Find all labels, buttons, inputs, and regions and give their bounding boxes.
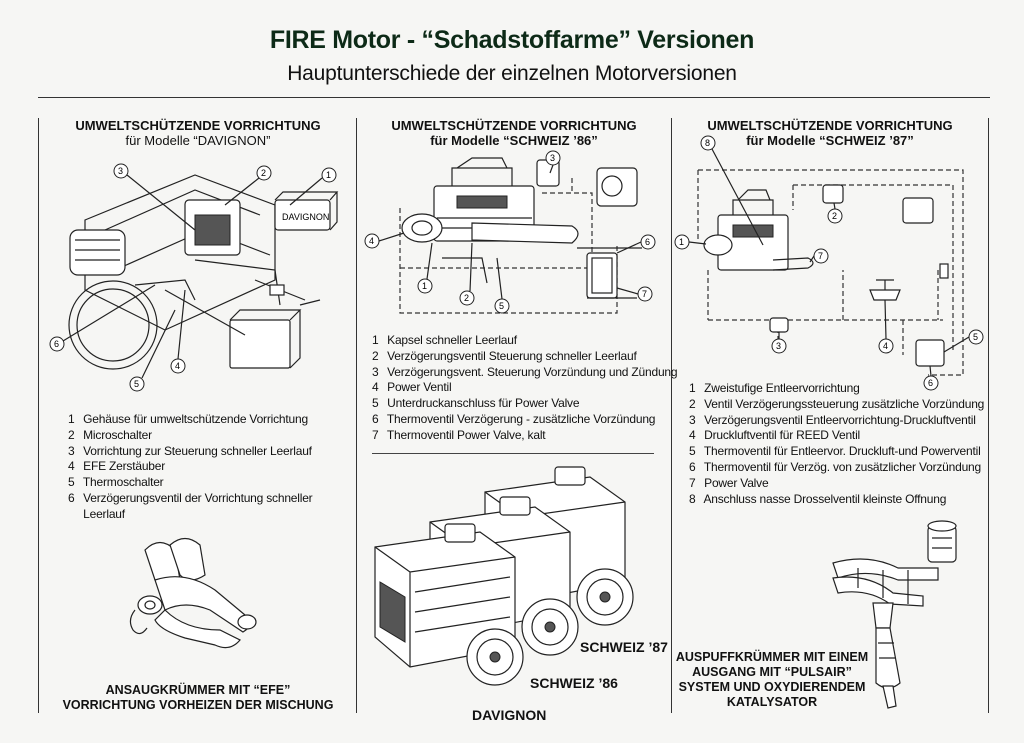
column-divider-1: [356, 118, 357, 713]
legend-item: 6 Verzögerungsventil der Vorrichtung sch…: [68, 490, 313, 505]
schweiz86-schematic: 3 4 1 2 5 6 7: [364, 150, 656, 314]
callout-3: 3: [118, 166, 123, 176]
heading-line-2: für Modelle “SCHWEIZ ’86”: [430, 133, 598, 148]
column-heading: UMWELTSCHÜTZENDE VORRICHTUNG für Modelle…: [672, 118, 988, 148]
davignon-legend: 1 Gehäuse für umweltschützende Vorrichtu…: [68, 412, 313, 523]
callout-1: 1: [679, 237, 684, 247]
callout-2: 2: [261, 168, 266, 178]
schweiz87-schematic: 8 1 2 3 4 5 6 7: [674, 135, 984, 391]
column-divider-2: [671, 118, 672, 713]
column-heading: UMWELTSCHÜTZENDE VORRICHTUNG für Modelle…: [357, 118, 671, 148]
intake-manifold-drawing: [129, 537, 257, 649]
callout-8: 8: [705, 138, 710, 148]
column-heading: UMWELTSCHÜTZENDE VORRICHTUNG für Modelle…: [40, 118, 356, 148]
legend-item: 7 Thermoventil Power Valve, kalt: [372, 427, 546, 442]
column-schweiz87: UMWELTSCHÜTZENDE VORRICHTUNG für Modelle…: [672, 118, 988, 148]
callout-5: 5: [134, 379, 139, 389]
page-subtitle: Hauptunterschiede der einzelnen Motorver…: [287, 62, 737, 85]
callout-3: 3: [776, 341, 781, 351]
callout-4: 4: [883, 341, 888, 351]
callout-6: 6: [54, 339, 59, 349]
legend-item: 6 Thermoventil Verzögerung - zusätzliche…: [372, 411, 656, 426]
caption-line-1: AUSPUFFKRÜMMER MIT EINEM: [675, 650, 869, 664]
legend-item: 1 Gehäuse für umweltschützende Vorrichtu…: [68, 412, 308, 426]
legend-item: 4 Power Ventil: [372, 380, 452, 395]
davignon-engine-drawing: DAVIGNON 1 2 3 4 5 6: [49, 163, 339, 392]
column-schweiz86: UMWELTSCHÜTZENDE VORRICHTUNG für Modelle…: [357, 118, 671, 148]
svg-text:DAVIGNON: DAVIGNON: [282, 212, 329, 222]
legend-item: 4 Druckluftventil für REED Ventil: [689, 428, 860, 443]
callout-5: 5: [973, 332, 978, 342]
label-davignon: DAVIGNON: [472, 707, 547, 723]
legend-item: 8 Anschluss nasse Drosselventil kleinste…: [689, 491, 947, 506]
davignon-caption: ANSAUGKRÜMMER MIT “EFE” VORRICHTUNG VORH…: [40, 683, 356, 713]
caption-line-2: VORRICHTUNG VORHEIZEN DER MISCHUNG: [62, 698, 334, 712]
legend-item: 1 Kapsel schneller Leerlauf: [372, 333, 517, 347]
schweiz87-caption: AUSPUFFKRÜMMER MIT EINEM AUSGANG MIT “PU…: [672, 650, 872, 710]
label-schweiz86: SCHWEIZ ’86: [530, 675, 618, 691]
callout-2: 2: [464, 293, 469, 303]
legend-item: Leerlauf: [83, 506, 125, 521]
legend-item: 1 Zweistufige Entleervorrichtung: [689, 381, 860, 395]
legend-item: 5 Unterdruckanschluss für Power Valve: [372, 396, 580, 411]
column-separator: [372, 453, 654, 454]
caption-line-2: AUSGANG MIT “PULSAIR”: [692, 665, 852, 679]
callout-5: 5: [499, 301, 504, 311]
legend-item: 7 Power Valve: [689, 475, 769, 490]
heading-line-2: für Modelle “DAVIGNON”: [125, 133, 271, 148]
caption-line-4: KATALYSATOR: [726, 695, 818, 709]
column-divider-right: [988, 118, 989, 713]
exhaust-manifold-drawing: [832, 520, 957, 709]
legend-item: 2 Ventil Verzögerungssteuerung zusätzlic…: [689, 396, 985, 411]
column-davignon: UMWELTSCHÜTZENDE VORRICHTUNG für Modelle…: [40, 118, 356, 148]
heading-line-2: für Modelle “SCHWEIZ ’87”: [746, 133, 914, 148]
legend-item: 5 Thermoventil für Entleervor. Druckluft…: [689, 444, 981, 459]
legend-item: 2 Microschalter: [68, 427, 152, 442]
callout-4: 4: [369, 236, 374, 246]
callout-7: 7: [642, 289, 647, 299]
callout-6: 6: [645, 237, 650, 247]
legend-item: 6 Thermoventil für Verzög. von zusätzlic…: [689, 459, 982, 474]
callout-3: 3: [550, 153, 555, 163]
callout-1: 1: [326, 170, 331, 180]
callout-7: 7: [818, 251, 823, 261]
callout-4: 4: [175, 361, 180, 371]
header-rule: [38, 97, 990, 98]
legend-item: 3 Verzögerungsvent. Steuerung Vorzündung…: [372, 364, 678, 379]
schweiz86-legend: 1 Kapsel schneller Leerlauf 2 Verzögerun…: [372, 333, 678, 444]
caption-line-3: SYSTEM UND OXYDIERENDEM: [678, 680, 866, 694]
schweiz87-legend: 1 Zweistufige Entleervorrichtung 2 Venti…: [689, 381, 984, 507]
callout-6: 6: [928, 378, 933, 388]
callout-1: 1: [422, 281, 427, 291]
legend-item: 3 Vorrichtung zur Steuerung schneller Le…: [68, 443, 312, 458]
column-divider-left: [38, 118, 39, 713]
label-schweiz87: SCHWEIZ ’87: [580, 639, 668, 655]
engine-versions-drawing: [374, 466, 634, 686]
legend-item: 4 EFE Zerstäuber: [68, 459, 166, 474]
heading-line-1: UMWELTSCHÜTZENDE VORRICHTUNG: [707, 118, 953, 133]
legend-item: 3 Verzögerungsventil Entleervorrichtung-…: [689, 412, 976, 427]
heading-line-1: UMWELTSCHÜTZENDE VORRICHTUNG: [391, 118, 637, 133]
legend-item: 5 Thermoschalter: [68, 475, 164, 490]
callout-2: 2: [832, 211, 837, 221]
page-title: FIRE Motor - “Schadstoffarme” Versionen: [269, 26, 755, 54]
heading-line-1: UMWELTSCHÜTZENDE VORRICHTUNG: [75, 118, 321, 133]
caption-line-1: ANSAUGKRÜMMER MIT “EFE”: [105, 683, 291, 697]
legend-item: 2 Verzögerungsventil Steuerung schneller…: [372, 348, 637, 363]
